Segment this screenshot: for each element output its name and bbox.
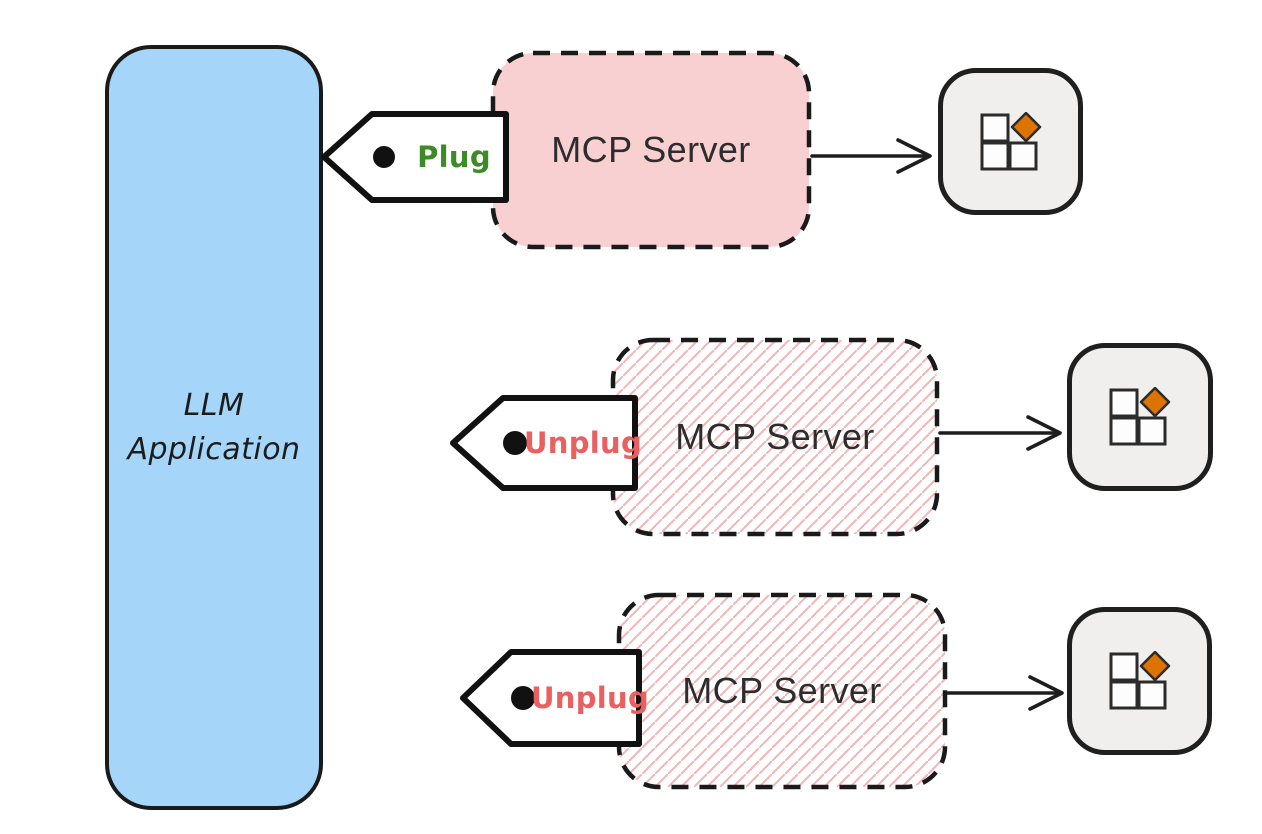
mcp-server-box-1-shape — [490, 50, 812, 250]
llm-label-line2: Application — [127, 431, 301, 467]
tools-icon-box-1 — [938, 68, 1083, 215]
mcp-server-box-3: MCP Server — [616, 592, 948, 790]
blocks-icon — [1109, 387, 1171, 446]
unplug-tag-label: Unplug — [530, 681, 650, 715]
arrow-to-tools-3 — [946, 671, 1068, 715]
tag-shape — [460, 649, 642, 747]
bullet-dot — [511, 686, 535, 710]
mcp-server-label: MCP Server — [682, 670, 882, 711]
unplug-tag-1: Unplug — [449, 394, 643, 492]
bullet-dot — [373, 146, 395, 168]
bullet-dot — [503, 431, 527, 455]
tag-shape — [450, 395, 638, 491]
mcp-server-box-2: MCP Server — [610, 337, 940, 537]
arrow-to-tools-2 — [938, 411, 1066, 455]
llm-application-box: LLM Application — [105, 45, 323, 810]
tools-icon-box-2 — [1067, 343, 1213, 491]
blocks-icon — [980, 111, 1041, 170]
llm-application-label: LLM Application — [127, 384, 300, 471]
diamond-block — [1010, 111, 1041, 142]
blocks-icon — [1109, 651, 1170, 710]
unplug-tag-2: Unplug — [459, 648, 650, 748]
tag-shape — [321, 111, 509, 203]
mcp-server-label: MCP Server — [551, 129, 751, 170]
mcp-server-label: MCP Server — [675, 416, 875, 457]
mcp-server-box-1: MCP Server — [490, 50, 812, 250]
diamond-block — [1139, 387, 1171, 418]
llm-label-line1: LLM — [183, 388, 245, 423]
plug-tag: Plug — [320, 110, 510, 204]
unplug-tag-label: Unplug — [523, 426, 643, 460]
arrow-to-tools-1 — [810, 134, 936, 178]
tools-icon-box-3 — [1067, 607, 1212, 755]
diamond-block — [1139, 651, 1170, 682]
plug-tag-label: Plug — [417, 140, 491, 174]
